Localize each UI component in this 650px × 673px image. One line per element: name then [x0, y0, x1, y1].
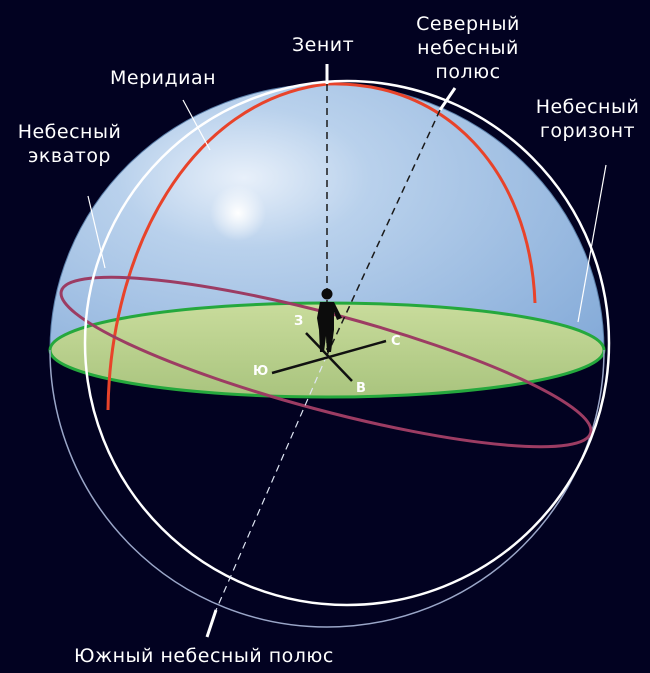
meridian-pointer [182, 99, 211, 151]
east-west-line [305, 332, 353, 382]
north-pole-label: Северный небесный полюс [413, 12, 523, 84]
south-pole-marker [205, 609, 218, 638]
direction-east-label: В [356, 381, 366, 396]
celestial-equator-label-line-1: Небесный [17, 121, 122, 143]
observer-figure [317, 288, 342, 352]
great-circle-outline [83, 79, 611, 607]
south-pole-label: Южный небесный полюс [74, 645, 334, 667]
polar-axis-upper [326, 109, 441, 356]
celestial-equator-label-line-2: экватор [28, 145, 111, 167]
celestial-equator-label: Небесный экватор [12, 120, 127, 168]
north-pole-label-line-3: полюс [435, 61, 501, 83]
zenith-label: Зенит [292, 34, 355, 56]
horizon-pointer [577, 164, 607, 323]
north-pole-label-line-1: Северный [416, 13, 520, 35]
direction-south-label: Ю [253, 364, 269, 379]
north-pole-label-line-2: небесный [417, 37, 519, 59]
equator-pointer [87, 195, 106, 269]
direction-west-label: З [294, 314, 304, 329]
sun-glow [210, 185, 266, 241]
direction-north-label: С [391, 334, 401, 349]
north-pole-marker [438, 87, 457, 111]
celestial-horizon-label: Небесный горизонт [530, 95, 645, 143]
meridian-label: Меридиан [110, 67, 217, 89]
celestial-horizon-label-line-1: Небесный [535, 96, 640, 118]
celestial-horizon-label-line-2: горизонт [539, 120, 636, 142]
